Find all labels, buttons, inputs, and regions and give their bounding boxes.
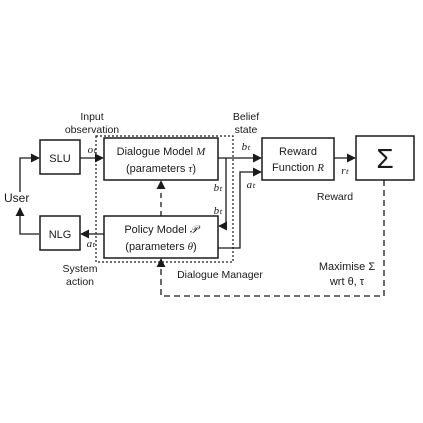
- system-action-label-2: action: [66, 276, 94, 288]
- belief-state-label-2: state: [235, 124, 258, 136]
- a-t-left-label: aₜ: [87, 238, 97, 250]
- input-observation-label-1: Input: [80, 111, 103, 123]
- dialogue-model-params: (parameters τ): [126, 163, 196, 175]
- nlg-label: NLG: [49, 229, 72, 241]
- b-t-mid-label: bₜ: [214, 182, 224, 194]
- policy-model-title: Policy Model 𝒫: [124, 224, 200, 236]
- reward-function-box: [261, 137, 335, 181]
- b-t-low-label: bₜ: [214, 205, 224, 217]
- maximise-label-1: Maximise Σ: [319, 261, 376, 273]
- action-to-reward-arrow: [218, 167, 262, 249]
- user-label: User: [4, 191, 29, 205]
- a-t-right-label: aₜ: [247, 179, 257, 191]
- dialogue-manager-boundary: [95, 135, 234, 263]
- belief-state-label-1: Belief: [233, 111, 259, 123]
- slu-box: [39, 139, 81, 175]
- sum-symbol: Σ: [376, 143, 393, 174]
- input-observation-label-2: observation: [65, 124, 119, 136]
- user-to-slu-arrow: [19, 153, 40, 192]
- o-t-label: oₜ: [88, 144, 98, 156]
- reward-function-line1: Reward: [279, 146, 317, 158]
- policy-model-params: (parameters θ): [125, 241, 196, 253]
- r-t-label: rₜ: [341, 165, 349, 177]
- nlg-to-user-arrow: [15, 207, 39, 235]
- dialogue-model-box: [103, 137, 219, 181]
- system-action-label-1: System: [62, 263, 97, 275]
- maximise-label-2: wrt θ, τ: [329, 276, 365, 288]
- slu-label: SLU: [49, 153, 70, 165]
- b-t-top-label: bₜ: [242, 141, 252, 153]
- nlg-box: [39, 215, 81, 251]
- reward-label: Reward: [317, 191, 353, 203]
- reward-function-line2: Function R: [272, 162, 324, 174]
- dialogue-manager-label: Dialogue Manager: [177, 269, 263, 281]
- dialogue-model-title: Dialogue Model M: [117, 146, 207, 158]
- belief-to-policy-line: [218, 158, 228, 231]
- sum-box: [355, 135, 415, 181]
